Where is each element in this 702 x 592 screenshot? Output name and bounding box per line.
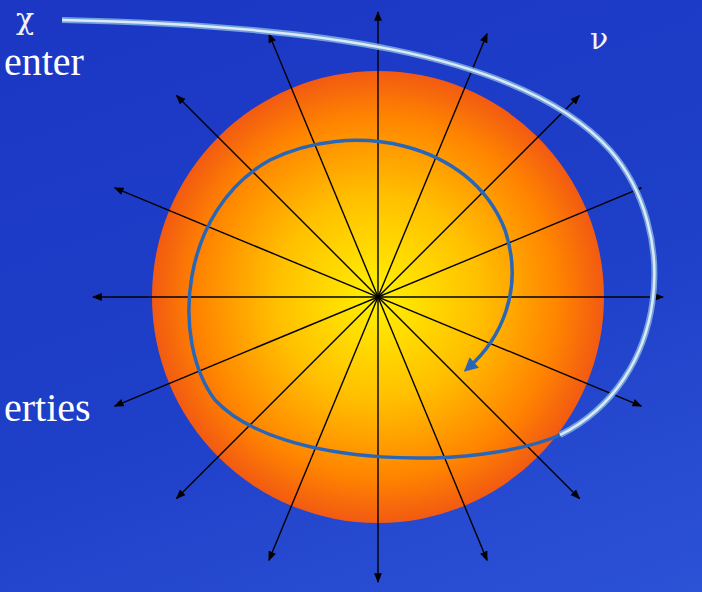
slide-text-fragment: erties	[4, 388, 91, 428]
wimp-spiral	[62, 20, 654, 458]
wimp-track-outline	[62, 20, 654, 435]
neutrino-rays	[93, 12, 663, 582]
wimp-track	[62, 20, 654, 435]
slide-text-fragment: enter	[4, 42, 84, 82]
wimp-symbol: χ	[16, 4, 34, 34]
neutrino-symbol: ν	[590, 24, 608, 54]
